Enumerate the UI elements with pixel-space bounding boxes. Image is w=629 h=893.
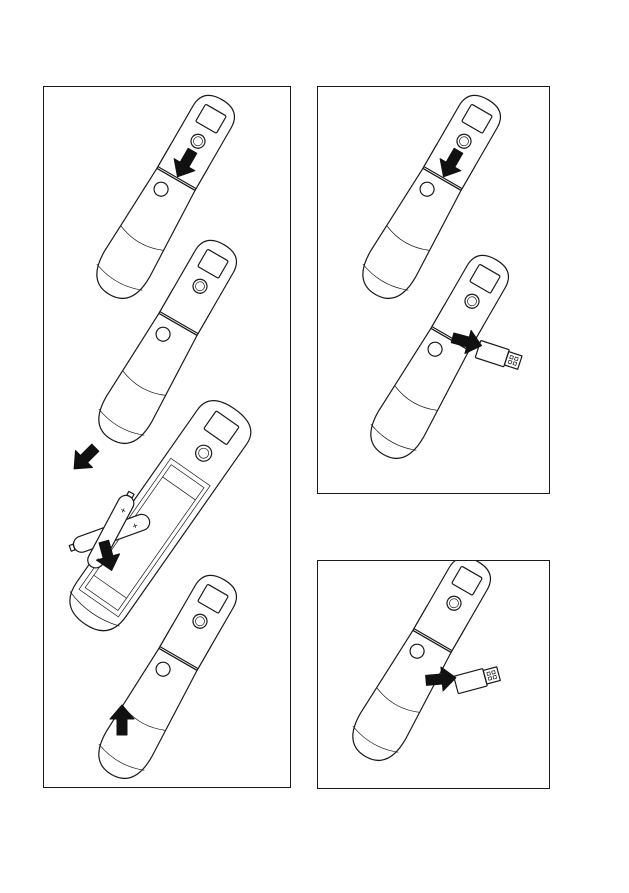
usb-insert-diagram bbox=[318, 561, 550, 789]
instruction-panel-right-top bbox=[317, 86, 550, 494]
instruction-panel-left: + - + bbox=[43, 86, 291, 788]
usb-receiver-in bbox=[454, 665, 501, 694]
remote-step-usb-insert bbox=[343, 561, 501, 770]
battery-replacement-diagram: + - + bbox=[44, 87, 291, 788]
instruction-panel-right-bottom bbox=[317, 560, 550, 789]
arrow-down-left-icon bbox=[66, 439, 104, 477]
usb-receiver-out bbox=[475, 340, 522, 371]
usb-removal-diagram bbox=[318, 87, 550, 494]
